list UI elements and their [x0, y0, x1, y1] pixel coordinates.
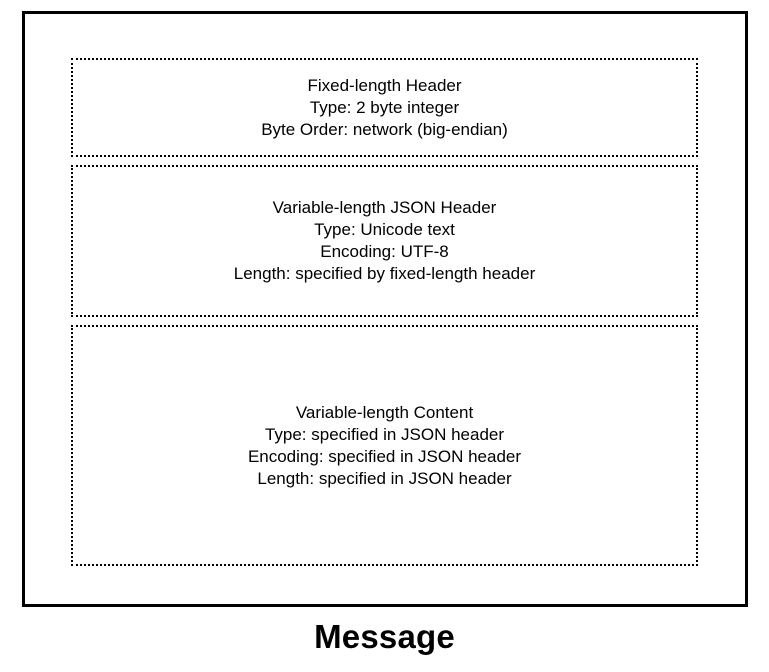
segment-variable-length-content: Variable-length Content Type: specified … — [71, 325, 698, 566]
message-segment-stack: Fixed-length Header Type: 2 byte integer… — [71, 58, 698, 566]
segment-variable-length-json-header-line-2: Type: Unicode text — [314, 220, 455, 239]
segment-variable-length-json-header-line-4: Length: specified by fixed-length header — [233, 264, 536, 283]
segment-variable-length-json-header-line-3: Encoding: UTF-8 — [320, 242, 449, 261]
segment-variable-length-content-line-3: Encoding: specified in JSON header — [247, 446, 522, 466]
segment-variable-length-content-line-1: Variable-length Content — [295, 402, 474, 422]
segment-fixed-length-header-line-3: Byte Order: network (big-endian) — [261, 119, 508, 139]
segment-variable-length-json-header: Variable-length JSON Header Type: Unicod… — [71, 165, 698, 317]
diagram-caption: Message — [314, 618, 455, 655]
segment-fixed-length-header: Fixed-length Header Type: 2 byte integer… — [71, 58, 698, 157]
segment-variable-length-content-line-4: Length: specified in JSON header — [257, 468, 512, 488]
segment-fixed-length-header-line-2: Type: 2 byte integer — [309, 97, 460, 117]
segment-variable-length-json-header-line-1: Variable-length JSON Header — [272, 198, 497, 217]
segment-variable-length-content-line-2: Type: specified in JSON header — [264, 424, 505, 444]
segment-fixed-length-header-line-1: Fixed-length Header — [307, 75, 462, 95]
